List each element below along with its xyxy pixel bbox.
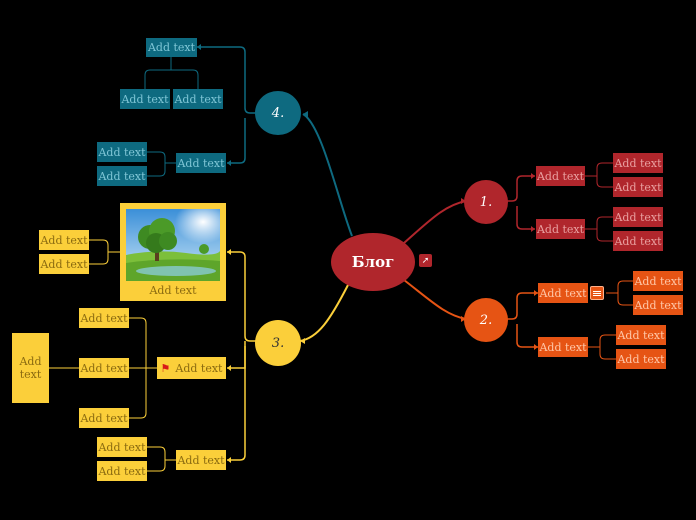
branch-1-label: 1. <box>479 194 493 210</box>
subtopic-3a-image[interactable]: Add text <box>120 203 226 301</box>
subtopic-3b-ii-child[interactable]: Add text <box>12 333 49 403</box>
external-link-icon[interactable]: ➚ <box>419 254 432 267</box>
branch-4-label: 4. <box>271 105 285 121</box>
branch-3-label: 3. <box>271 335 285 351</box>
subtopic-3a-label: Add text <box>149 284 197 297</box>
subtopic-4b-ii[interactable]: Add text <box>97 166 147 186</box>
subtopic-2a-i[interactable]: Add text <box>633 271 683 291</box>
subtopic-3b-ii[interactable]: Add text <box>79 358 129 378</box>
tree-landscape-image <box>126 209 220 281</box>
branch-2-topic[interactable]: 2. <box>464 298 508 342</box>
subtopic-4b[interactable]: Add text <box>176 153 226 173</box>
subtopic-3a-ii[interactable]: Add text <box>39 254 89 274</box>
subtopic-2a[interactable]: Add text <box>538 283 588 303</box>
branch-2-label: 2. <box>479 312 493 328</box>
subtopic-3c-i[interactable]: Add text <box>97 437 147 457</box>
subtopic-3b[interactable]: ⚑ Add text <box>157 357 226 379</box>
subtopic-1a[interactable]: Add text <box>536 166 585 186</box>
subtopic-4b-i[interactable]: Add text <box>97 142 147 162</box>
central-topic[interactable]: Блог <box>331 233 415 291</box>
branch-3-topic[interactable]: 3. <box>255 320 301 366</box>
subtopic-1a-ii[interactable]: Add text <box>613 177 663 197</box>
note-icon[interactable] <box>590 286 604 300</box>
subtopic-4a-i[interactable]: Add text <box>120 89 170 109</box>
subtopic-3b-i[interactable]: Add text <box>79 308 129 328</box>
subtopic-3a-i[interactable]: Add text <box>39 230 89 250</box>
branch-1-topic[interactable]: 1. <box>464 180 508 224</box>
subtopic-2a-ii[interactable]: Add text <box>633 295 683 315</box>
subtopic-3c-ii[interactable]: Add text <box>97 461 147 481</box>
flag-icon: ⚑ <box>160 361 171 375</box>
subtopic-3c[interactable]: Add text <box>176 450 226 470</box>
subtopic-2b-i[interactable]: Add text <box>616 325 666 345</box>
central-topic-label: Блог <box>351 253 395 271</box>
subtopic-2b-ii[interactable]: Add text <box>616 349 666 369</box>
subtopic-1b-ii[interactable]: Add text <box>613 231 663 251</box>
subtopic-1b[interactable]: Add text <box>536 219 585 239</box>
subtopic-4a-ii[interactable]: Add text <box>173 89 223 109</box>
subtopic-4a[interactable]: Add text <box>146 38 197 57</box>
subtopic-1a-i[interactable]: Add text <box>613 153 663 173</box>
subtopic-1b-i[interactable]: Add text <box>613 207 663 227</box>
subtopic-2b[interactable]: Add text <box>538 337 588 357</box>
subtopic-3b-iii[interactable]: Add text <box>79 408 129 428</box>
branch-4-topic[interactable]: 4. <box>255 91 301 135</box>
